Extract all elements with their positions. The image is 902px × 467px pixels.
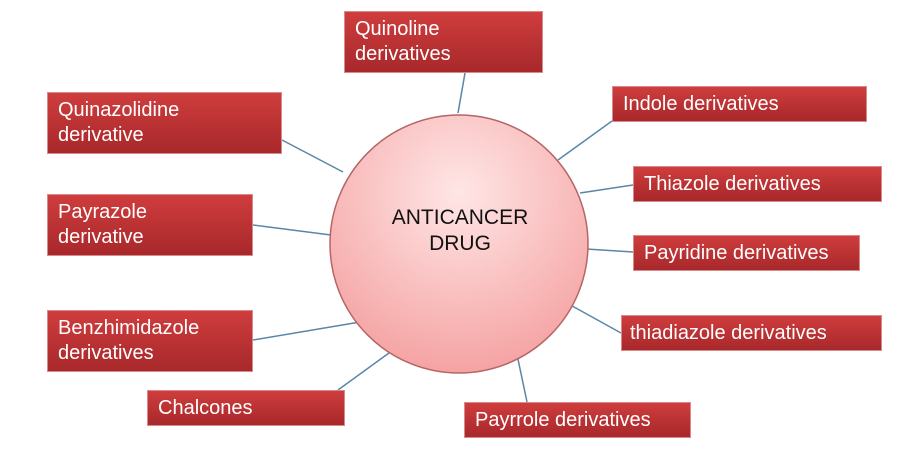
- center-line2: DRUG: [429, 232, 491, 255]
- connector-quinazolidine: [281, 139, 344, 173]
- node-indole: Indole derivatives: [612, 86, 867, 122]
- node-text: Thiazole derivatives: [644, 173, 821, 195]
- center-label: ANTICANCER DRUG: [360, 205, 560, 257]
- connector-quinoline: [457, 72, 466, 114]
- node-text: Indole derivatives: [623, 93, 779, 115]
- node-payrazole: Payrazole derivative: [47, 194, 253, 256]
- node-text: Payridine derivatives: [644, 242, 829, 264]
- connector-indole: [557, 120, 613, 161]
- node-quinoline: Quinoline derivatives: [344, 11, 543, 73]
- connector-benzhimidazole: [252, 320, 367, 341]
- node-payrrole: Payrrole derivatives: [464, 402, 691, 438]
- node-text: derivatives: [355, 43, 451, 65]
- node-text: Payrrole derivatives: [475, 409, 651, 431]
- node-text: Chalcones: [158, 397, 253, 419]
- node-text: derivative: [58, 226, 144, 248]
- node-text: thiadiazole derivatives: [630, 322, 827, 344]
- connector-thiadiazole: [564, 301, 622, 334]
- node-thiazole: Thiazole derivatives: [633, 166, 882, 202]
- node-text: Benzhimidazole: [58, 317, 200, 339]
- node-text: derivatives: [58, 342, 154, 364]
- node-payridine: Payridine derivatives: [633, 235, 860, 271]
- node-text: Quinoline: [355, 18, 440, 40]
- node-thiadiazole: thiadiazole derivatives: [621, 315, 882, 351]
- node-quinazolidine: Quinazolidine derivative: [47, 92, 282, 154]
- node-chalcones: Chalcones: [147, 390, 345, 426]
- node-text: Quinazolidine: [58, 99, 180, 121]
- connector-payrazole: [252, 224, 332, 236]
- node-benzhimidazole: Benzhimidazole derivatives: [47, 310, 253, 372]
- node-text: derivative: [58, 124, 144, 146]
- connector-thiazole: [579, 184, 634, 194]
- center-line1: ANTICANCER: [391, 206, 529, 229]
- connector-payridine: [585, 248, 634, 253]
- center-circle: [329, 114, 589, 374]
- node-text: Payrazole: [58, 201, 147, 223]
